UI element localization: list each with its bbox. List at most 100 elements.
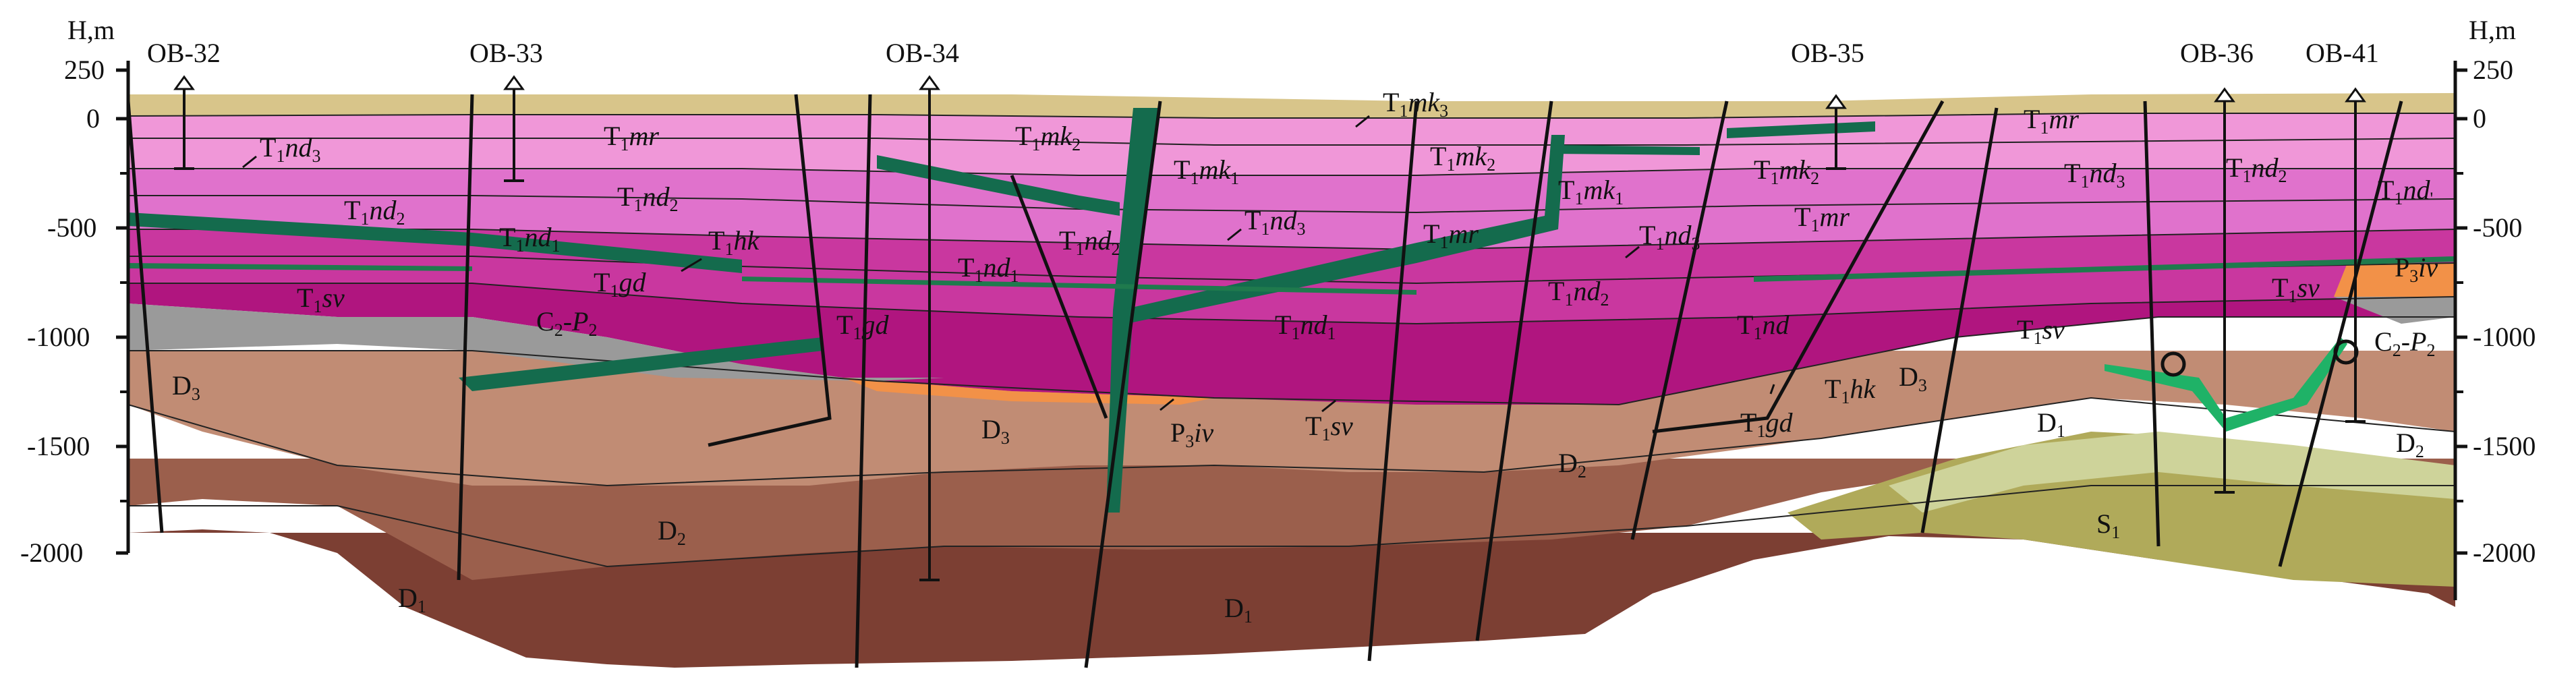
layer-t1sv (128, 283, 2455, 405)
fault-2 (457, 94, 474, 581)
unit-label-t1sv-38: T1sv (2017, 314, 2065, 348)
fault-7 (1367, 100, 1419, 662)
well-label-ob-34: OB-34 (886, 38, 959, 68)
axis-tick-right-500: -500 (2473, 212, 2522, 243)
fault-8 (1475, 100, 1553, 641)
fault-5 (1010, 175, 1108, 419)
unit-label-t1mr-23: T1mr (1423, 219, 1479, 252)
unit-label-t1nd2-41: T1nd2 (2226, 152, 2287, 186)
axis-tick-left-1000: -1000 (27, 322, 90, 352)
layer-surface (128, 93, 2455, 118)
well-ob-34 (919, 75, 940, 581)
unit-label-t1nd-32: T1nd (1737, 310, 1790, 343)
fault-13 (2278, 100, 2403, 567)
axis-tick-right-1500: -1500 (2473, 431, 2536, 461)
sill-west-2 (459, 337, 823, 391)
depth-axis-right: H,m 250 0 -500 -1000 -1500 -2000 (2453, 15, 2536, 600)
unit-label-t1hk-33: T1hk (1825, 374, 1876, 407)
well-label-ob-41: OB-41 (2306, 38, 2379, 68)
sill-thin-mid (742, 277, 1416, 295)
unit-label-t1hk-8: T1hk (708, 225, 760, 259)
unit-label-t1nd1-7: T1nd1 (499, 222, 560, 256)
well-label-ob-32: OB-32 (147, 38, 221, 68)
unit-label-d3-35: D3 (1899, 361, 1927, 395)
faults (126, 94, 2403, 668)
layer-d2 (128, 459, 2455, 580)
unit-label-t1nd2-27: T1nd2 (1548, 276, 1609, 310)
unit-label-d1-39: D1 (2037, 407, 2065, 441)
unit-label-t1nd2-6: T1nd2 (617, 181, 678, 215)
unit-label-d2-46: D2 (2396, 428, 2424, 461)
axis-tick-left-250: 250 (64, 55, 105, 85)
unit-label-t1nd3-26: T1nd3 (1639, 220, 1700, 254)
fault-4 (855, 94, 872, 668)
axis-title-left: H,m (67, 15, 115, 45)
unit-label-t1mr-5: T1mr (604, 121, 659, 154)
axis-tick-right-1000: -1000 (2473, 322, 2536, 352)
unit-label-t1nd3-37: T1nd3 (2064, 158, 2125, 192)
unit-label-d2-11: D2 (658, 515, 686, 549)
sill-diagonal (1120, 135, 1565, 324)
fault-1 (126, 100, 164, 533)
unit-label-d2-28: D2 (1558, 448, 1586, 482)
unit-label-t1nd-prime-43: T1nd' (2378, 175, 2433, 208)
sample-marker-1 (2160, 351, 2186, 377)
unit-label-t1nd2-1: T1nd2 (344, 195, 405, 229)
axis-tick-left-2000: -2000 (20, 537, 83, 568)
sample-marker-2 (2333, 339, 2359, 365)
layer-d1 (128, 529, 2455, 668)
depth-axis-left: H,m 250 0 -500 -1000 -1500 -2000 (20, 15, 130, 568)
unit-label-t1nd2-13: T1nd2 (1059, 225, 1120, 259)
unit-label-t1gd-15: T1gd (836, 310, 889, 343)
unit-label-t1mr-31: T1mr (1794, 202, 1850, 235)
label-leaders (242, 115, 1775, 413)
unit-label-d1-4: D1 (398, 583, 426, 616)
sill-east-top (1727, 121, 1875, 138)
unit-label-t1mk1-19: T1mk1 (1174, 154, 1239, 188)
axis-tick-left-500: -500 (47, 212, 96, 243)
well-label-ob-33: OB-33 (469, 38, 543, 68)
well-ob-32 (173, 75, 195, 170)
well-ob-35 (1825, 94, 1847, 170)
well-ob-33 (503, 75, 525, 182)
unit-label-c2p2-10: C2-P2 (536, 306, 597, 340)
well-label-ob-35: OB-35 (1791, 38, 1864, 68)
unit-label-s1-40: S1 (2096, 508, 2120, 542)
well-ob-41 (2345, 87, 2366, 423)
unit-label-t1sv-42: T1sv (2272, 272, 2320, 306)
axis-tick-right-2000: -2000 (2473, 537, 2536, 568)
fault-12 (2143, 100, 2160, 547)
unit-label-t1nd3-0: T1nd3 (260, 132, 320, 166)
fault-10 (1652, 100, 1945, 434)
axis-tick-left-0: 0 (86, 103, 100, 134)
unit-label-p3iv-17: P3iv (1170, 417, 1213, 451)
unit-label-t1gd-34: T1gd (1740, 407, 1793, 441)
unit-label-t1sv-18: T1sv (1305, 411, 1353, 444)
fault-3 (708, 94, 832, 447)
unit-label-t1mk2-30: T1mk2 (1754, 154, 1819, 188)
unit-label-d3-16: D3 (981, 414, 1010, 448)
unit-label-t1nd3-21: T1nd3 (1244, 205, 1305, 239)
unit-label-c2p2-45: C2-P2 (2374, 326, 2435, 360)
unit-label-t1nd1-14: T1nd1 (958, 252, 1019, 286)
layer-s1-light (1889, 432, 2455, 513)
axis-tick-right-250: 250 (2473, 55, 2513, 85)
axis-title-right: H,m (2469, 15, 2516, 45)
unit-label-t1gd-9: T1gd (594, 267, 646, 301)
sill-upper-east (1551, 145, 1700, 155)
well-ob-36 (2214, 87, 2235, 494)
unit-label-t1sv-2: T1sv (297, 283, 345, 316)
axis-tick-right-0: 0 (2473, 103, 2486, 134)
sill-thin-west (128, 263, 472, 271)
unit-label-d1-29: D1 (1224, 593, 1253, 627)
fault-6 (1084, 100, 1162, 668)
unit-label-p3iv-44: P3iv (2395, 252, 2438, 286)
wells (173, 75, 2366, 581)
fault-9 (1630, 100, 1729, 540)
layer-c2p2-west (128, 303, 944, 381)
sill-central (877, 155, 1120, 216)
dyke-east (2105, 337, 2347, 432)
unit-label-t1mr-36: T1mr (2024, 104, 2079, 138)
unit-label-t1nd1-22: T1nd1 (1275, 310, 1336, 343)
